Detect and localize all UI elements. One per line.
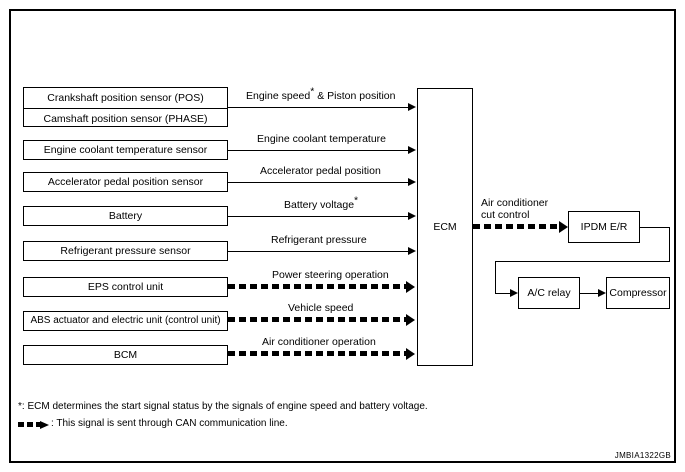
block-refrigerant-pressure-sensor: Refrigerant pressure sensor bbox=[23, 241, 228, 261]
signal-label-engine-coolant-temperature: Engine coolant temperature bbox=[257, 133, 386, 145]
signal-label-air-conditioner-operation: Air conditioner operation bbox=[262, 336, 376, 348]
block-label: Camshaft position sensor (PHASE) bbox=[43, 113, 208, 125]
block-abs-actuator-and-electric-unit: ABS actuator and electric unit (control … bbox=[23, 311, 228, 331]
arrowhead-icon bbox=[406, 313, 415, 326]
block-label: IPDM E/R bbox=[580, 221, 628, 233]
block-label: A/C relay bbox=[527, 287, 571, 299]
block-compressor: Compressor bbox=[606, 277, 670, 309]
connector-ipdm-across bbox=[495, 261, 670, 262]
signal-label-battery-voltage: Battery voltage* bbox=[284, 195, 358, 211]
signal-label-power-steering-operation: Power steering operation bbox=[272, 269, 389, 281]
block-ecm: ECM bbox=[417, 88, 473, 366]
block-battery: Battery bbox=[23, 206, 228, 226]
signal-line bbox=[228, 251, 409, 252]
signal-line bbox=[228, 107, 409, 108]
arrowhead-icon bbox=[559, 220, 568, 233]
asterisk-marker: * bbox=[354, 194, 359, 207]
connector-ipdm-drop bbox=[495, 261, 496, 293]
connector-relay-to-compressor bbox=[580, 293, 600, 294]
connector-to-ac-relay bbox=[495, 293, 512, 294]
signal-line-can bbox=[228, 351, 408, 356]
block-position-sensors: Crankshaft position sensor (POS) Camshaf… bbox=[23, 87, 228, 127]
signal-label-suffix: & Piston position bbox=[314, 90, 396, 102]
arrowhead-icon bbox=[406, 347, 415, 360]
diagram-border bbox=[9, 9, 676, 463]
arrowhead-icon bbox=[408, 146, 416, 154]
signal-line-can bbox=[473, 224, 561, 229]
legend-arrowhead bbox=[40, 421, 49, 429]
signal-line-can bbox=[228, 317, 408, 322]
arrowhead-icon bbox=[406, 280, 415, 293]
connector-ipdm-down bbox=[669, 227, 670, 262]
figure-id-label: JMBIA1322GB bbox=[614, 451, 671, 460]
signal-line bbox=[228, 216, 409, 217]
block-label: Accelerator pedal position sensor bbox=[47, 175, 204, 188]
block-label: Battery bbox=[108, 209, 143, 222]
arrowhead-icon bbox=[598, 289, 606, 297]
block-accelerator-pedal-position-sensor: Accelerator pedal position sensor bbox=[23, 172, 228, 192]
arrowhead-icon bbox=[408, 103, 416, 111]
block-ipdm-er: IPDM E/R bbox=[568, 211, 640, 243]
signal-label-text: Engine speed bbox=[246, 90, 311, 102]
block-engine-coolant-temperature-sensor: Engine coolant temperature sensor bbox=[23, 140, 228, 160]
block-label: Engine coolant temperature sensor bbox=[43, 143, 208, 156]
block-crankshaft-position-sensor: Crankshaft position sensor (POS) bbox=[24, 88, 227, 109]
signal-label-accelerator-pedal-position: Accelerator pedal position bbox=[260, 165, 381, 177]
cut-control-line-2: cut control bbox=[481, 209, 530, 222]
signal-label-air-conditioner-cut-control: Air conditioner cut control bbox=[481, 197, 548, 221]
block-label: ABS actuator and electric unit (control … bbox=[30, 315, 221, 326]
block-bcm: BCM bbox=[23, 345, 228, 365]
signal-line bbox=[228, 150, 409, 151]
arrowhead-icon bbox=[408, 178, 416, 186]
block-label: Refrigerant pressure sensor bbox=[60, 244, 191, 257]
signal-label-text: Battery voltage bbox=[284, 199, 355, 211]
signal-line bbox=[228, 182, 409, 183]
note-asterisk: *: ECM determines the start signal statu… bbox=[18, 401, 428, 412]
block-eps-control-unit: EPS control unit bbox=[23, 277, 228, 297]
block-camshaft-position-sensor: Camshaft position sensor (PHASE) bbox=[24, 109, 227, 129]
block-label: Compressor bbox=[609, 287, 667, 299]
signal-label-refrigerant-pressure: Refrigerant pressure bbox=[271, 234, 367, 246]
signal-line-can bbox=[228, 284, 408, 289]
block-label: EPS control unit bbox=[87, 280, 164, 293]
arrowhead-icon bbox=[408, 212, 416, 220]
block-label: ECM bbox=[433, 221, 457, 233]
connector-ipdm-right bbox=[640, 227, 670, 228]
block-ac-relay: A/C relay bbox=[518, 277, 580, 309]
legend-dash bbox=[18, 422, 41, 427]
arrowhead-icon bbox=[510, 289, 518, 297]
block-label: BCM bbox=[113, 348, 138, 361]
can-line-legend-icon bbox=[18, 421, 50, 429]
asterisk-marker: * bbox=[310, 85, 315, 98]
signal-label-engine-speed-piston-position: Engine speed* & Piston position bbox=[246, 86, 396, 102]
signal-label-vehicle-speed: Vehicle speed bbox=[288, 302, 354, 314]
cut-control-line-1: Air conditioner bbox=[481, 197, 549, 209]
note-can-legend: : This signal is sent through CAN commun… bbox=[51, 418, 288, 429]
block-label: Crankshaft position sensor (POS) bbox=[47, 92, 204, 104]
arrowhead-icon bbox=[408, 247, 416, 255]
